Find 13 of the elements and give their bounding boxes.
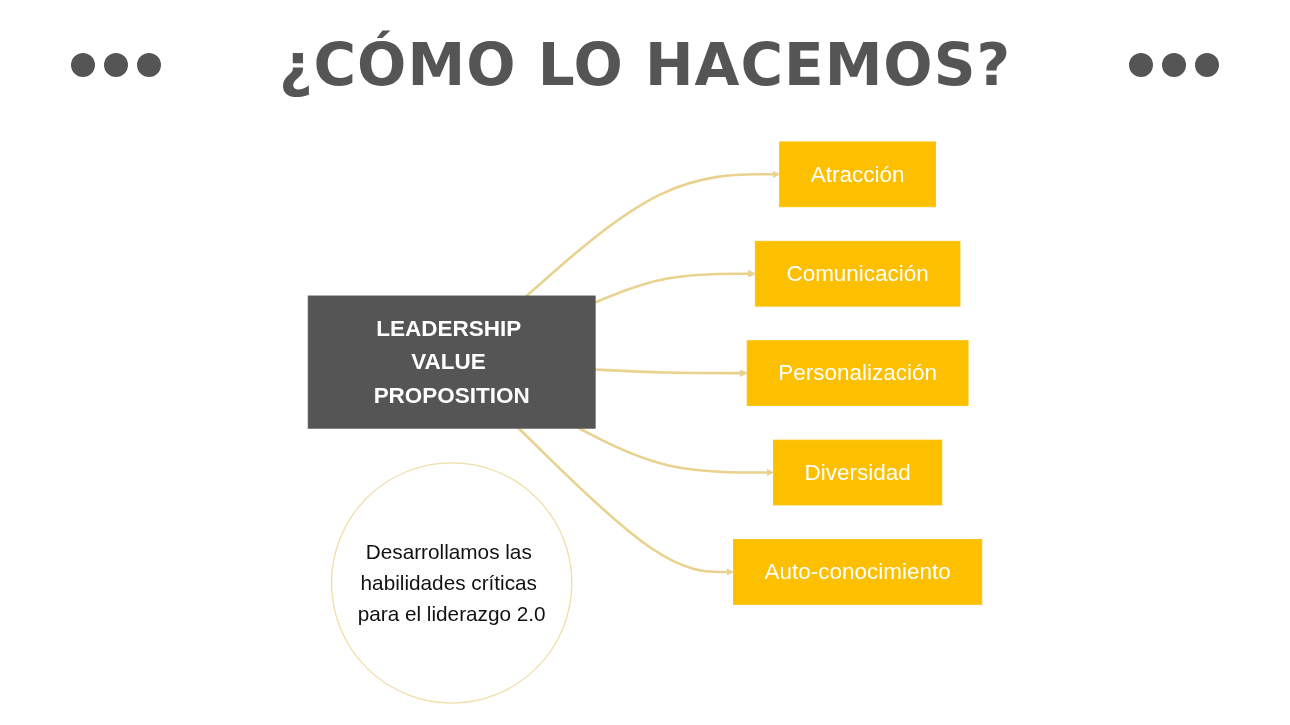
title: ¿CÓMO LO HACEMOS? (278, 31, 1012, 99)
arrow (517, 427, 734, 576)
node-box: LEADERSHIP VALUE PROPOSITION (307, 295, 596, 429)
arrow (595, 368, 748, 377)
arrow (578, 427, 774, 477)
node-circle: Desarrollamos las habilidades críticas para el liderazgo 2.0 (330, 462, 573, 704)
node-box: Atracción (779, 141, 936, 208)
arrow (594, 269, 756, 304)
arrow (525, 170, 780, 297)
node-box: Personalización (746, 340, 969, 406)
node-box: Auto-conocimiento (733, 539, 983, 605)
node-box: Comunicación (754, 240, 961, 307)
node-box: Diversidad (773, 439, 943, 506)
